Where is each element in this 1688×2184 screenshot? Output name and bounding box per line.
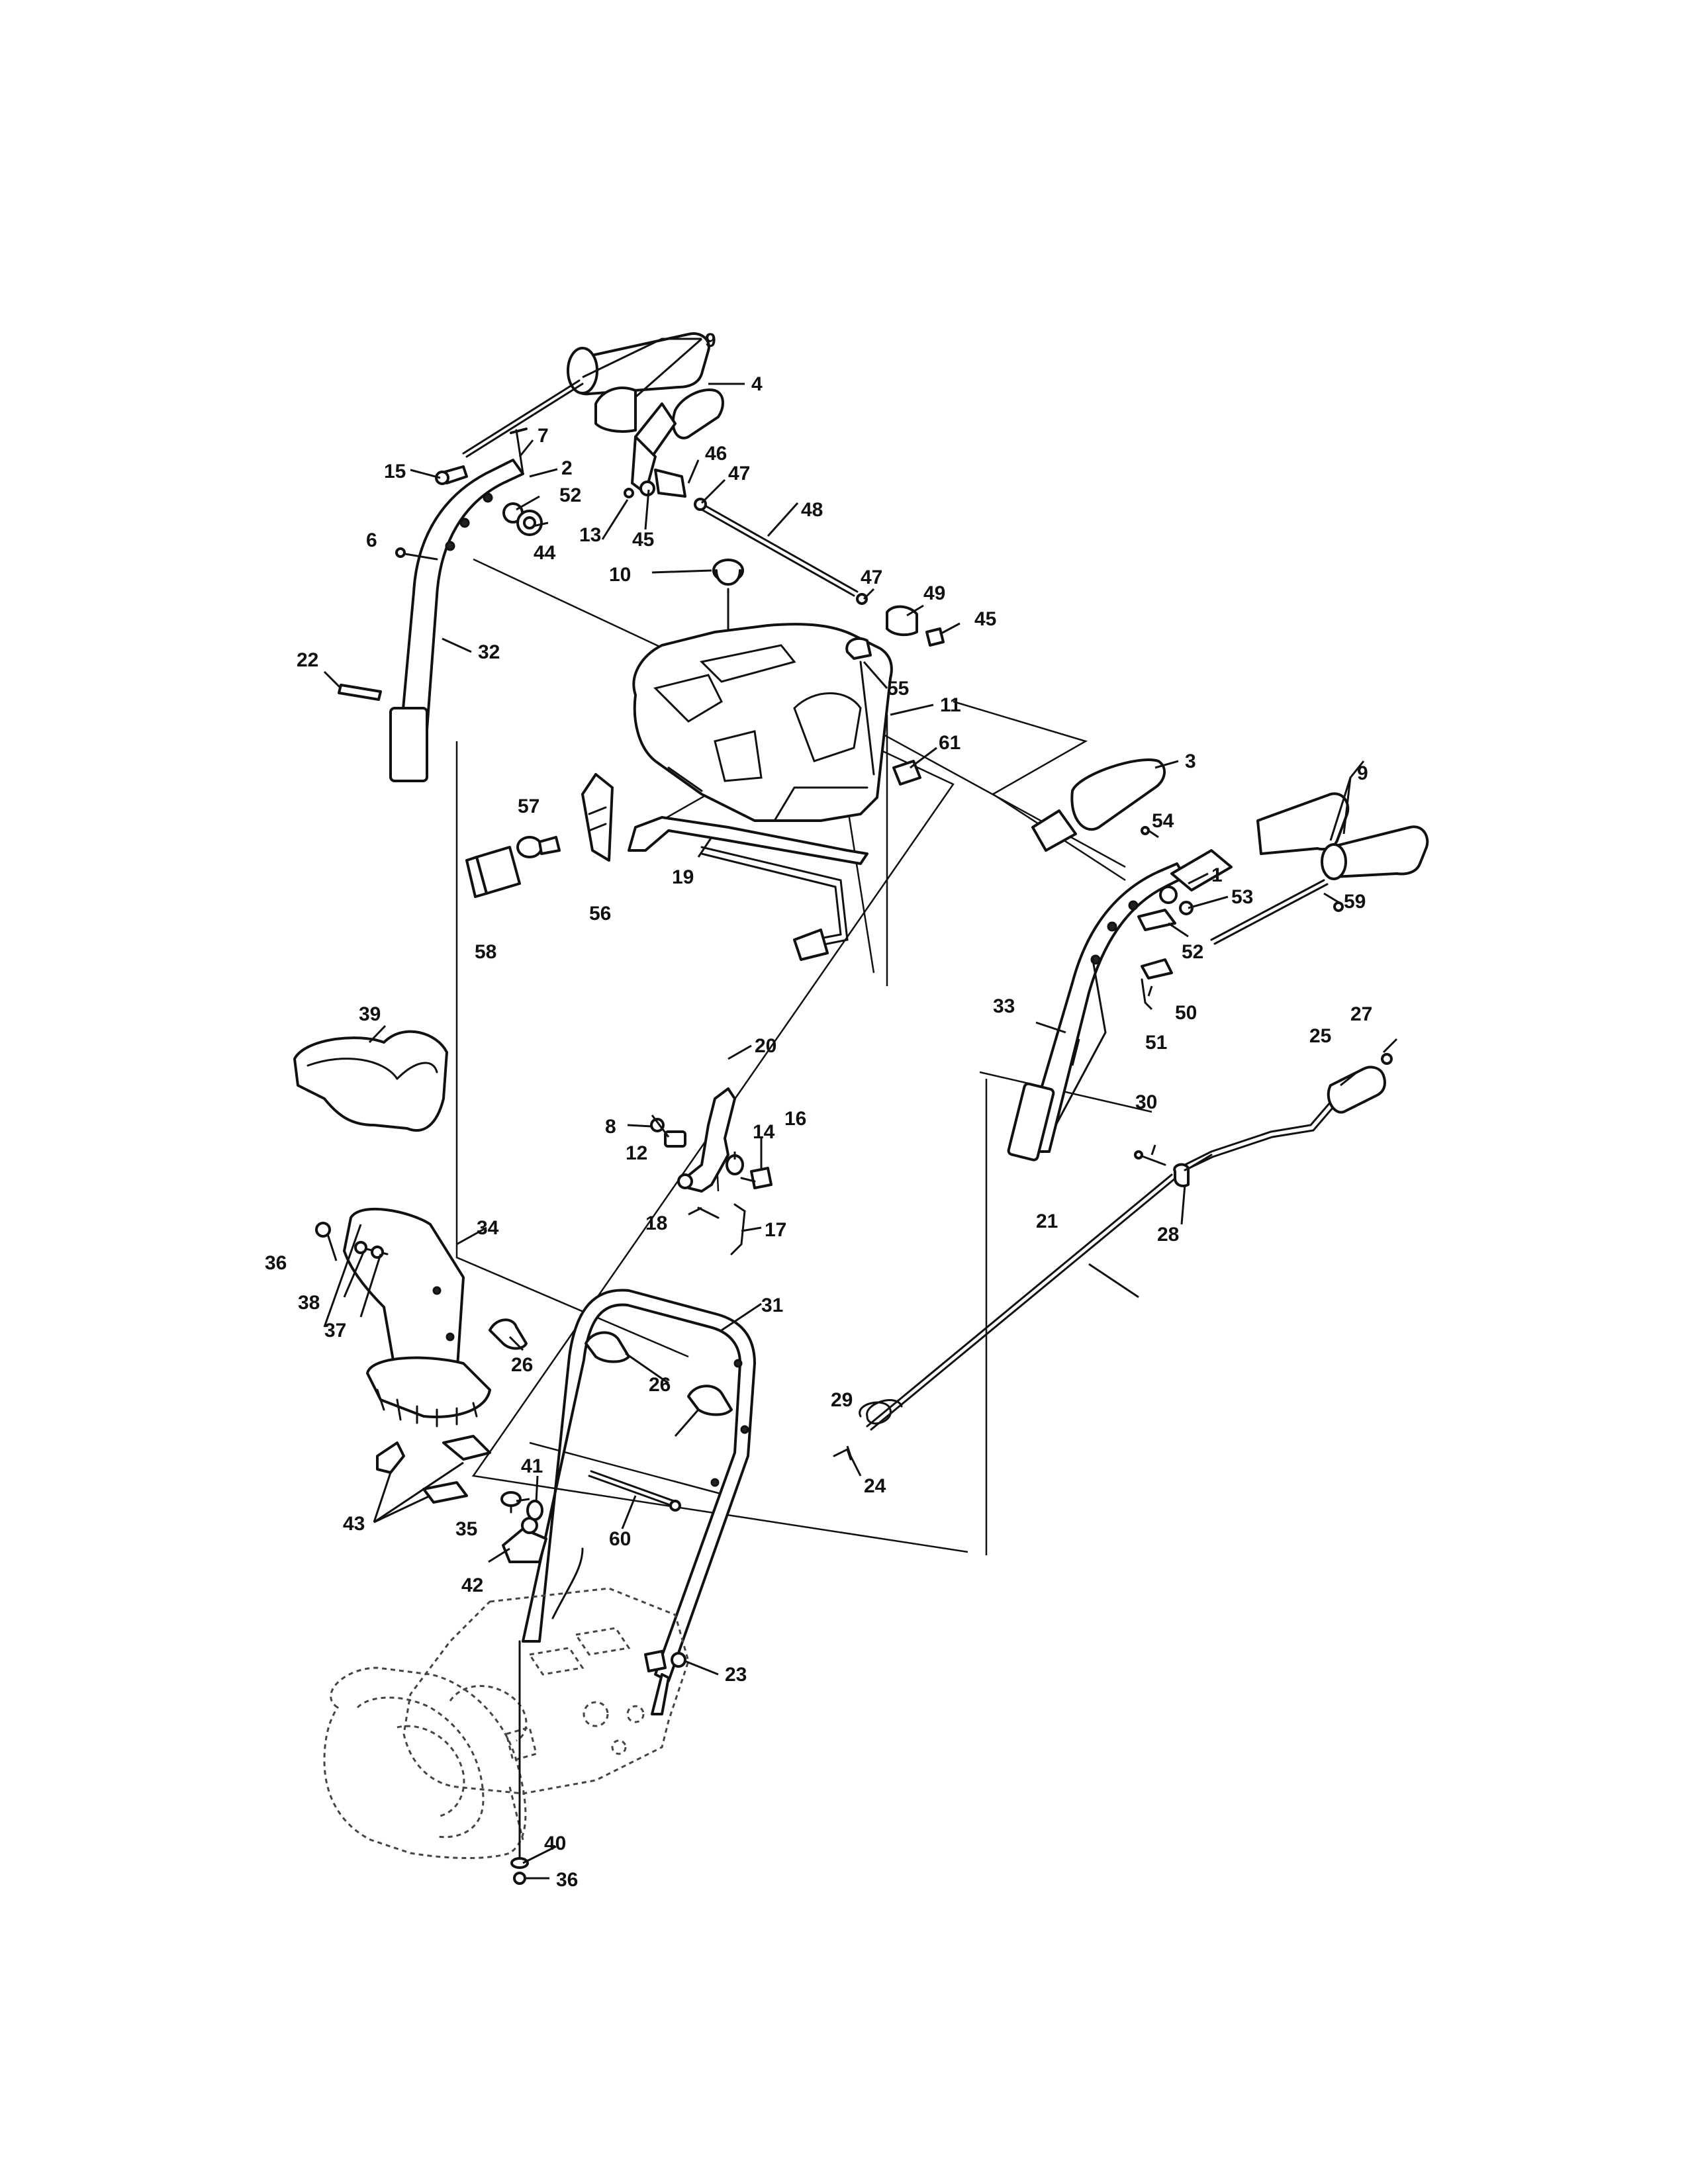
- right-upper-handle: [1007, 862, 1186, 1161]
- callout-55: 55: [887, 678, 909, 700]
- callout-24: 24: [864, 1475, 886, 1497]
- callout-16: 16: [784, 1108, 806, 1130]
- callout-45b: 45: [974, 608, 996, 630]
- callout-60: 60: [609, 1528, 631, 1550]
- callout-11: 11: [940, 694, 961, 716]
- callout-43: 43: [343, 1513, 365, 1535]
- callout-47b: 47: [861, 567, 882, 588]
- shift-bushing: [650, 1118, 686, 1148]
- chute-knob: [489, 1318, 528, 1350]
- chute-hardware: [315, 1222, 389, 1259]
- callout-36b: 36: [556, 1869, 578, 1891]
- cable-clip: [845, 637, 872, 660]
- chute-deflector: [293, 1030, 448, 1132]
- callout-8: 8: [605, 1116, 616, 1138]
- callout-46: 46: [705, 443, 727, 465]
- callout-36: 36: [265, 1252, 287, 1274]
- callout-29: 29: [831, 1389, 853, 1411]
- callout-34: 34: [477, 1217, 499, 1239]
- callout-9b: 9: [1357, 762, 1368, 784]
- callout-39: 39: [359, 1003, 381, 1025]
- callout-27: 27: [1350, 1003, 1372, 1025]
- left-upper-handle: [389, 459, 524, 782]
- callout-15: 15: [384, 461, 406, 482]
- headlight-bulb: [516, 836, 561, 858]
- callout-6: 6: [366, 529, 377, 551]
- callout-52b: 52: [1182, 941, 1203, 963]
- callout-4: 4: [751, 373, 763, 395]
- callout-17: 17: [765, 1219, 786, 1241]
- callout-61: 61: [939, 732, 961, 754]
- chute-bracket: [581, 773, 614, 862]
- callout-45: 45: [632, 529, 654, 551]
- shift-lever-plate: [677, 1087, 736, 1193]
- callout-47: 47: [728, 463, 750, 484]
- leader-lines: [323, 338, 1398, 1880]
- callout-53: 53: [1231, 886, 1253, 908]
- callout-44: 44: [534, 542, 556, 564]
- callout-40: 40: [544, 1833, 566, 1854]
- shift-fasteners: [726, 1154, 773, 1189]
- callout-56: 56: [589, 903, 611, 925]
- callout-7: 7: [538, 425, 549, 447]
- lower-handle: [522, 1289, 756, 1682]
- callout-13: 13: [579, 524, 601, 546]
- callout-labels: 1 2 3 4 6 7 8 9 9 10 11 12 13 14 15 16 1…: [265, 330, 1372, 1891]
- drive-rod: [833, 1053, 1393, 1461]
- callout-48: 48: [801, 499, 823, 521]
- callout-18: 18: [645, 1212, 667, 1234]
- callout-3: 3: [1185, 751, 1196, 772]
- callout-50: 50: [1175, 1002, 1197, 1024]
- callout-22: 22: [297, 649, 318, 671]
- callout-35: 35: [455, 1518, 477, 1540]
- callout-20: 20: [755, 1035, 776, 1057]
- shift-pin: [697, 1203, 746, 1255]
- right-hardware: [1137, 826, 1194, 1004]
- callout-2: 2: [561, 457, 573, 479]
- callout-31: 31: [761, 1295, 783, 1316]
- callout-21: 21: [1036, 1210, 1058, 1232]
- lower-hardware: [510, 1640, 686, 1885]
- shift-rod: [628, 816, 868, 961]
- callout-37: 37: [324, 1320, 346, 1342]
- callout-28: 28: [1157, 1224, 1179, 1246]
- headlight-housing: [465, 846, 521, 898]
- callout-59: 59: [1344, 891, 1366, 913]
- callout-19: 19: [672, 866, 694, 888]
- callout-41: 41: [521, 1455, 543, 1477]
- callout-25: 25: [1309, 1025, 1331, 1047]
- callout-1: 1: [1211, 864, 1223, 886]
- right-grip-set: [1170, 792, 1429, 945]
- panel-clip: [892, 760, 921, 786]
- callout-26b: 26: [649, 1374, 671, 1396]
- discharge-chute: [343, 1208, 491, 1428]
- callout-49: 49: [923, 582, 945, 604]
- callout-12: 12: [626, 1142, 647, 1164]
- callout-54: 54: [1152, 810, 1174, 832]
- callout-30: 30: [1135, 1091, 1157, 1113]
- chute-crank-bracket: [500, 1491, 547, 1563]
- callout-58: 58: [475, 941, 496, 963]
- left-lever-grip: [631, 388, 724, 494]
- cable-60: [588, 1470, 681, 1512]
- callout-26: 26: [511, 1354, 533, 1376]
- callout-33: 33: [993, 995, 1015, 1017]
- callout-14: 14: [753, 1121, 775, 1143]
- shift-knob: [712, 559, 744, 640]
- auger-housing-ghost: [323, 1587, 690, 1859]
- callout-38: 38: [298, 1292, 320, 1314]
- callout-51: 51: [1145, 1032, 1167, 1054]
- chute-clamps: [376, 1435, 491, 1504]
- callout-23: 23: [725, 1664, 747, 1686]
- right-lever-grip: [1031, 758, 1166, 852]
- callout-10: 10: [609, 564, 631, 586]
- left-grip-set: [462, 332, 710, 458]
- callout-42: 42: [461, 1574, 483, 1596]
- callout-9: 9: [705, 330, 716, 351]
- handle-knobs: [585, 1331, 733, 1416]
- callout-52: 52: [559, 484, 581, 506]
- callout-32: 32: [478, 641, 500, 663]
- callout-57: 57: [518, 796, 539, 817]
